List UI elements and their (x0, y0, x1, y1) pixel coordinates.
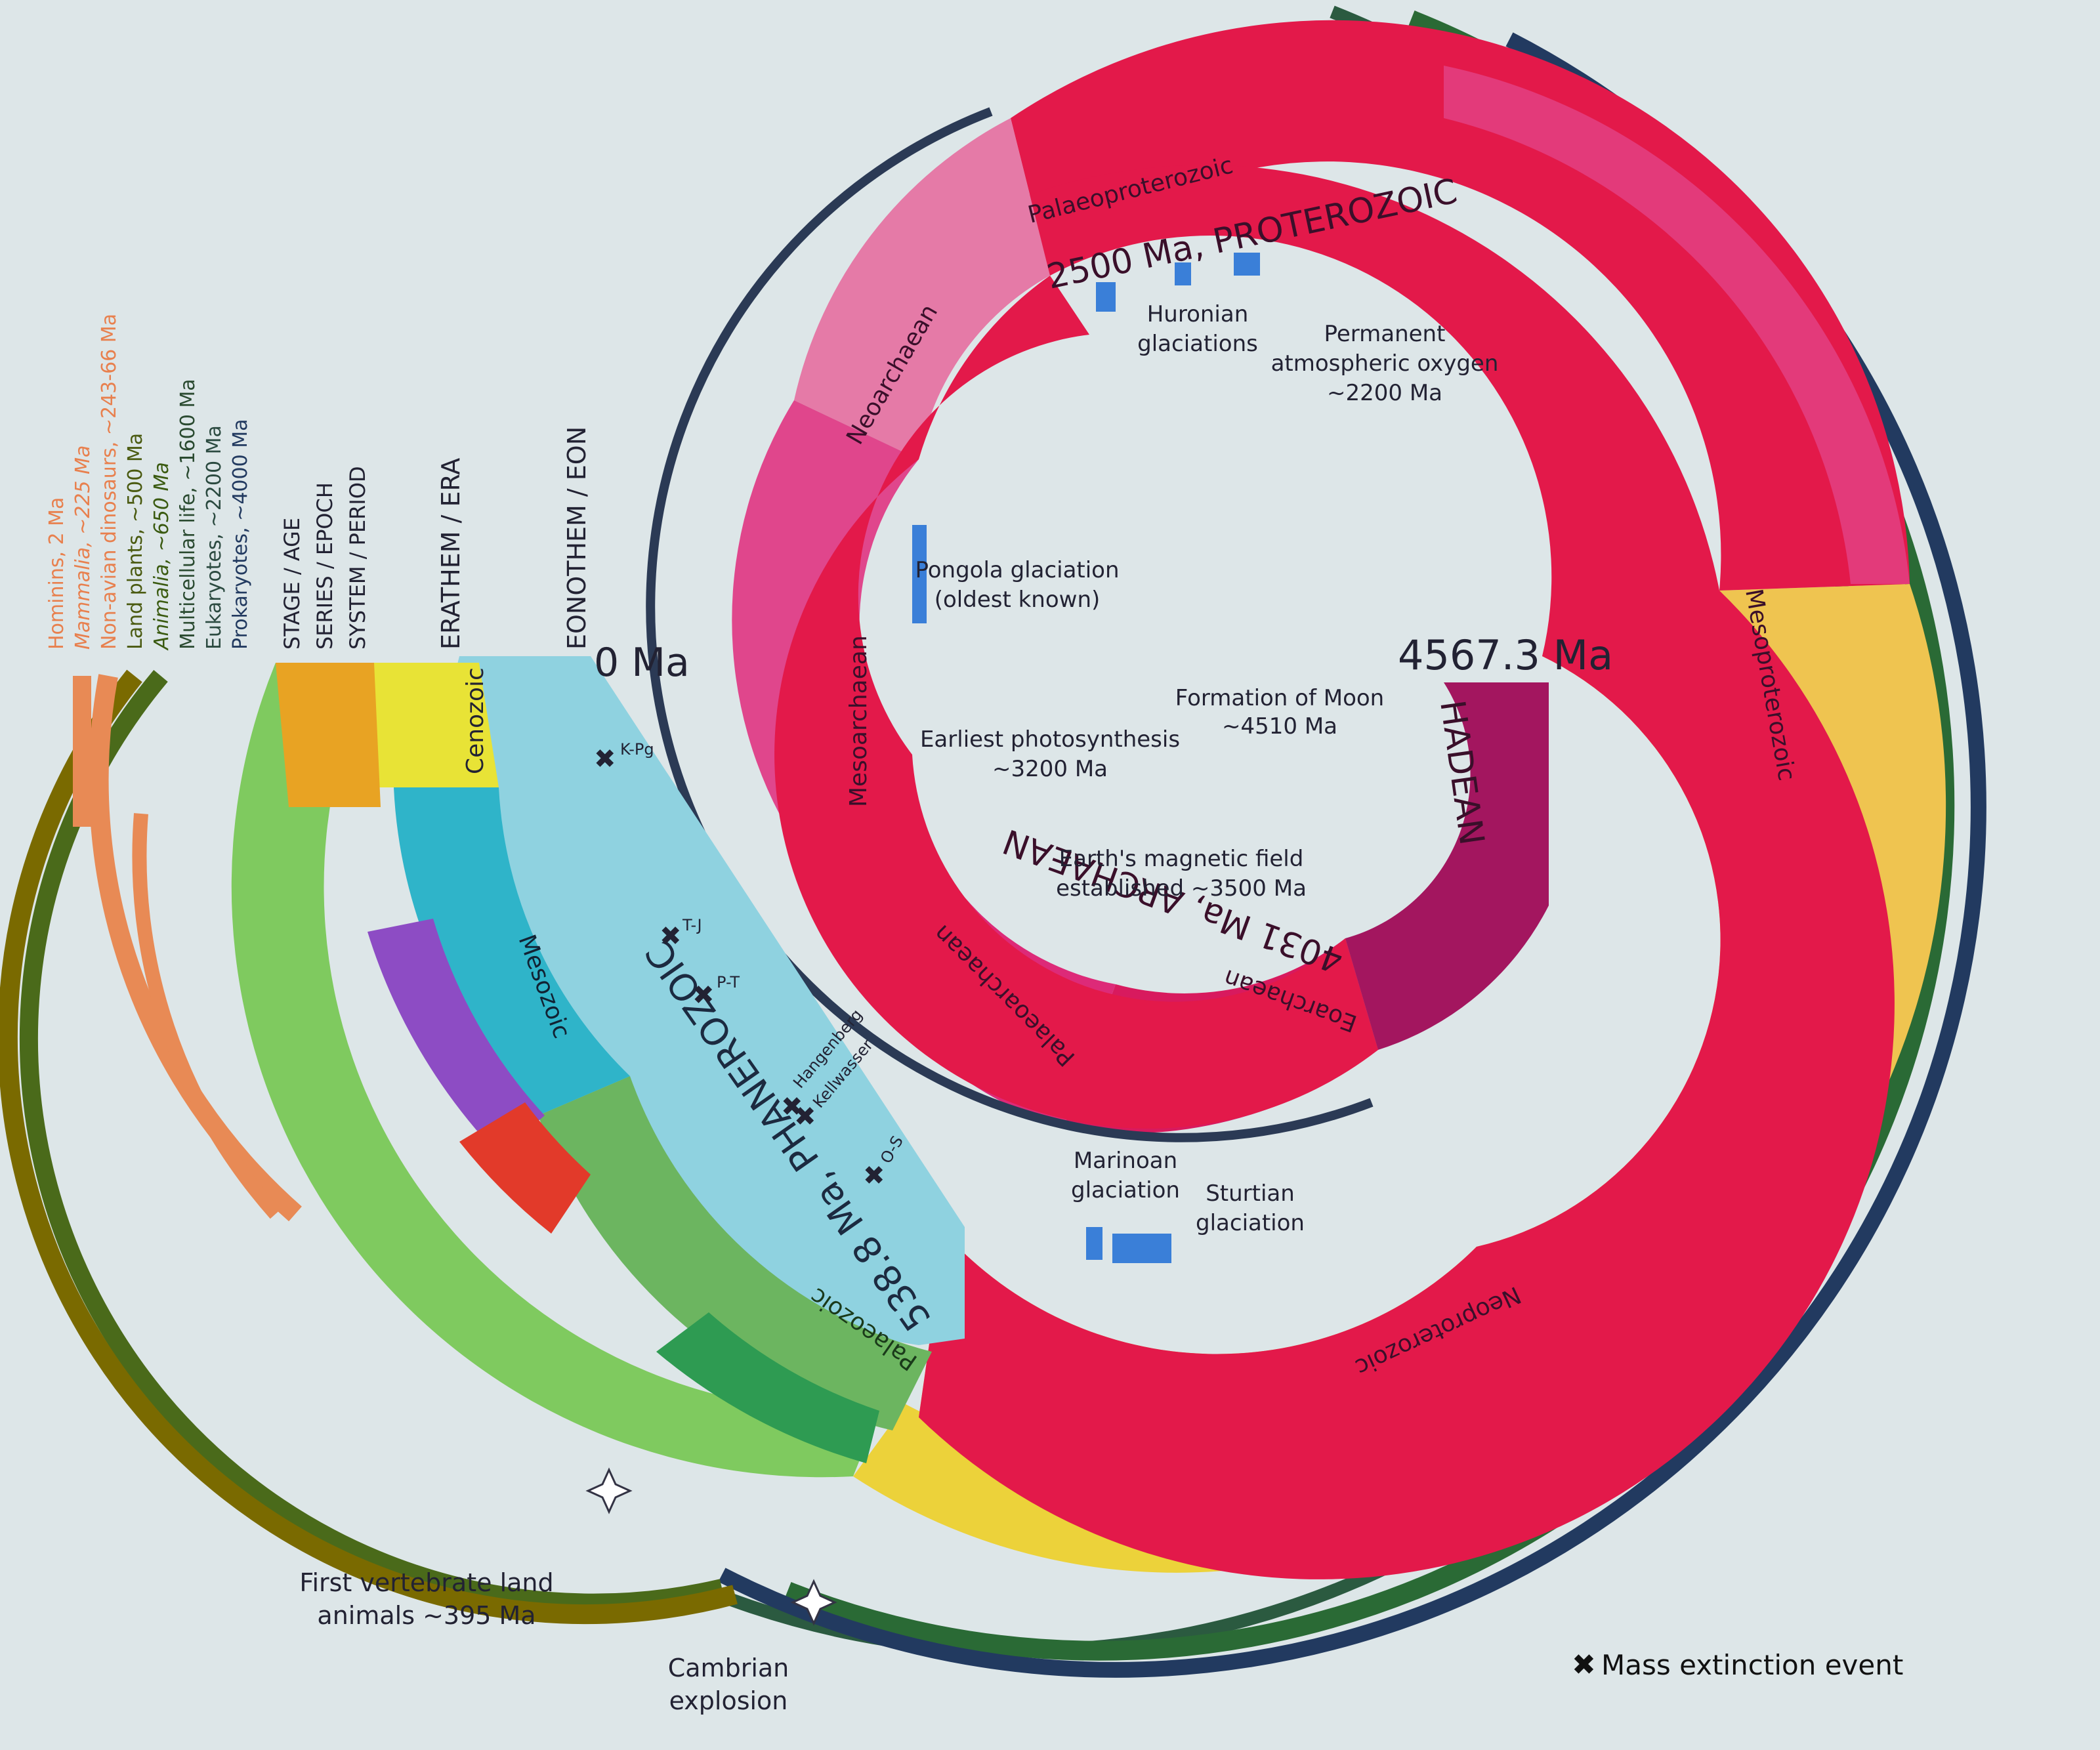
legend-hominins: Hominins, 2 Ma (45, 497, 68, 650)
extinction-x-tj: ✖ (660, 921, 682, 951)
phanerozoic-eon (442, 656, 965, 1345)
legend-eukaryotes: Eukaryotes, ~2200 Ma (203, 425, 226, 650)
palaeoproterozoic-pink (1444, 66, 1910, 584)
extinction-x-pt: ✖ (692, 980, 715, 1010)
note-pongola-2: (oldest known) (934, 587, 1101, 613)
column-headers: EONOTHEM / EON ERATHEM / ERA SYSTEM / PE… (280, 427, 591, 650)
mesozoic-era (394, 787, 630, 1115)
huronian-block-3 (1234, 253, 1260, 276)
palaeozoic-era (538, 1076, 932, 1430)
land-plants-arc (0, 669, 738, 1625)
note-vertebrate-2: animals ~395 Ma (317, 1601, 536, 1630)
label-mesoarchaean: Mesoarchaean (845, 635, 872, 807)
note-huronian-2: glaciations (1137, 331, 1258, 357)
extinction-x-os: ✖ (863, 1161, 885, 1191)
extinction-x-hangenberg: ✖ (781, 1092, 803, 1122)
cenozoic-era (374, 663, 499, 787)
header-eon: EONOTHEM / EON (562, 427, 591, 650)
life-legend: Hominins, 2 Ma Mammalia, ~225 Ma Non-avi… (45, 314, 252, 651)
note-marinoan-1: Marinoan (1074, 1148, 1177, 1174)
note-moon: Formation of Moon (1175, 685, 1384, 711)
extinction-x-kellwasser: ✖ (794, 1102, 816, 1132)
note-oxygen-1: Permanent (1324, 321, 1446, 347)
note-photosynthesis-age: ~3200 Ma (992, 756, 1108, 782)
stage-column-cool (368, 919, 545, 1155)
stage-column-red (459, 1102, 591, 1234)
archaean-ring (732, 118, 1378, 1134)
extinction-pt: P-T (717, 973, 740, 991)
note-vertebrate-1: First vertebrate land (299, 1568, 553, 1597)
legend-land-plants: Land plants, ~500 Ma (124, 433, 147, 650)
legend-dinosaurs: Non-avian dinosaurs, ~243-66 Ma (98, 314, 121, 650)
legend-multicellular: Multicellular life, ~1600 Ma (177, 379, 200, 650)
animalia-arc (19, 670, 724, 1612)
note-marinoan-2: glaciation (1071, 1177, 1180, 1203)
proterozoic-ring (853, 20, 1946, 1579)
legend-mammalia: Mammalia, ~225 Ma (72, 446, 94, 650)
periods-column (231, 663, 879, 1478)
extinction-x-kpg: ✖ (594, 744, 616, 774)
star-markers (585, 1467, 837, 1626)
note-huronian-1: Huronian (1147, 301, 1249, 327)
hadean-band (1345, 682, 1549, 1050)
legend-animalia: Animalia, ~650 Ma (150, 462, 173, 651)
mass-extinction-label: Mass extinction event (1601, 1649, 1903, 1681)
pongola-block (912, 525, 927, 623)
vertebrate-star (585, 1467, 633, 1514)
legend-prokaryotes: Prokaryotes, ~4000 Ma (229, 419, 252, 650)
palaeoproterozoic-band (1011, 20, 1910, 591)
note-magnetic-1: Earth's magnetic field (1059, 846, 1304, 872)
note-cambrian-2: explosion (669, 1686, 788, 1715)
inner-outline (646, 107, 1374, 1142)
cambrian-star (790, 1579, 837, 1626)
note-moon-age: ~4510 Ma (1222, 713, 1337, 740)
header-stage: STAGE / AGE (280, 518, 304, 650)
extinction-tj: T-J (682, 916, 702, 934)
stage-column-warm (276, 663, 381, 807)
header-epoch: SERIES / EPOCH (312, 482, 337, 650)
note-pongola-1: Pongola glaciation (915, 557, 1119, 583)
age-now: 0 Ma (594, 640, 690, 686)
note-photosynthesis: Earliest photosynthesis (920, 726, 1180, 753)
proterozoic-inner (919, 165, 1895, 1579)
extinction-kpg: K-Pg (620, 740, 654, 759)
phanerozoic-section (231, 656, 965, 1478)
stage-column-green (656, 1312, 879, 1463)
note-magnetic-2: established ~3500 Ma (1056, 875, 1307, 902)
note-oxygen-3: ~2200 Ma (1327, 380, 1442, 406)
age-earth: 4567.3 Ma (1398, 631, 1613, 679)
label-cenozoic: Cenozoic (462, 667, 489, 774)
note-sturtian-2: glaciation (1196, 1210, 1305, 1236)
huronian-block-1 (1096, 282, 1116, 312)
huronian-block-2 (1175, 262, 1191, 285)
sturtian-block (1112, 1234, 1171, 1263)
note-oxygen-2: atmospheric oxygen (1271, 350, 1499, 377)
mass-extinction-icon: ✖ (1572, 1648, 1596, 1682)
mass-extinction-legend: ✖ Mass extinction event (1572, 1648, 1903, 1682)
archaean-inner (774, 276, 1378, 1129)
header-era: ERATHEM / ERA (436, 458, 465, 650)
note-cambrian-1: Cambrian (668, 1654, 789, 1682)
annotations: Formation of Moon ~4510 Ma Earliest phot… (299, 301, 1498, 1715)
marinoan-block (1086, 1227, 1102, 1260)
note-sturtian-1: Sturtian (1206, 1180, 1295, 1207)
mammalia-arc (132, 813, 282, 1219)
glaciation-blocks (912, 253, 1260, 1263)
header-period: SYSTEM / PERIOD (345, 466, 370, 650)
neoarchaean-band (794, 118, 1050, 459)
